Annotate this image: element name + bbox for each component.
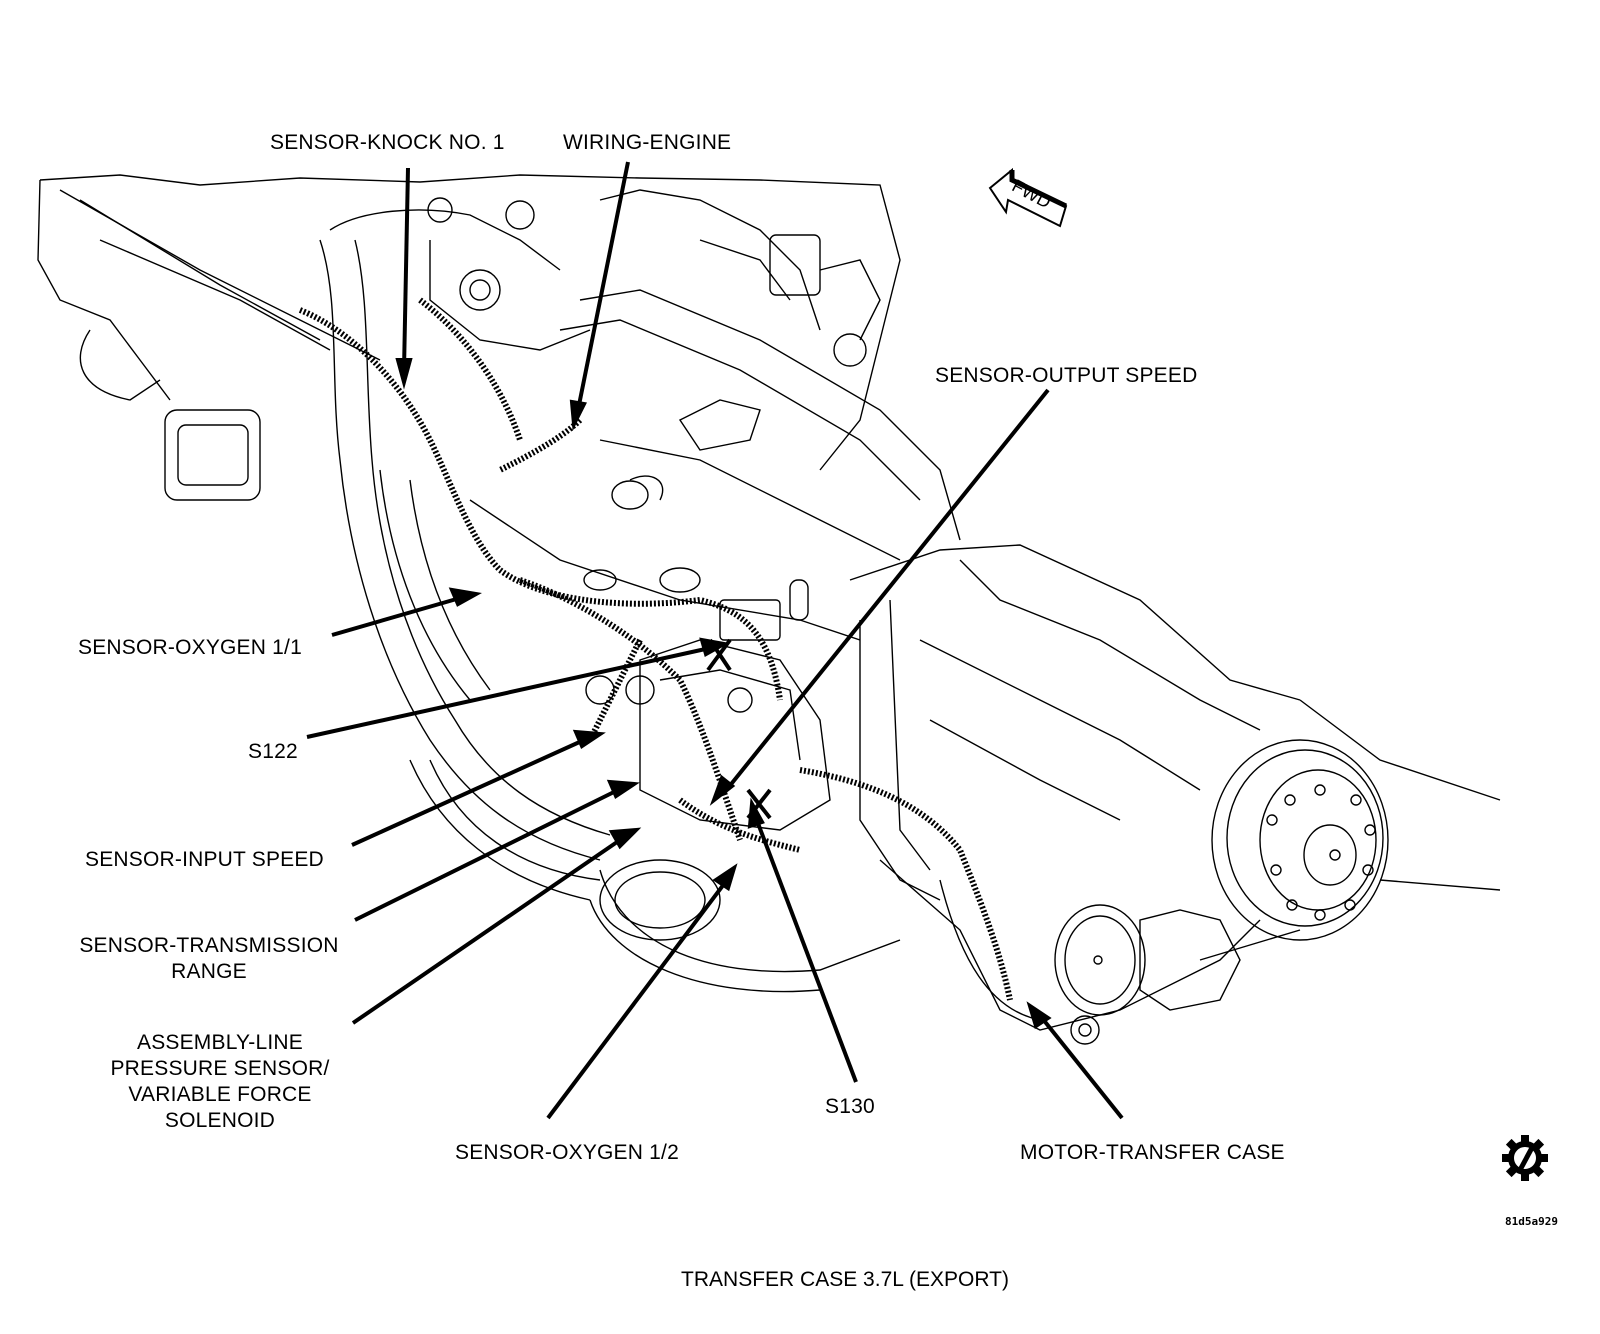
transfer-case xyxy=(849,544,1501,1045)
engine-block xyxy=(37,174,901,501)
callout-sensor-oxygen-1-2: SENSOR-OXYGEN 1/2 xyxy=(455,1140,679,1166)
document-id: 81d5a929 xyxy=(1505,1215,1558,1228)
callout-sensor-input-speed: SENSOR-INPUT SPEED xyxy=(85,847,324,873)
callout-text-line: SENSOR-TRANSMISSION xyxy=(79,934,339,957)
callout-s130: S130 xyxy=(825,1094,875,1120)
callout-text: SENSOR-OUTPUT SPEED xyxy=(935,364,1198,387)
callout-wiring-engine: WIRING-ENGINE xyxy=(563,130,731,156)
callout-text: SENSOR-OXYGEN 1/1 xyxy=(78,636,302,659)
callout-text: SENSOR-KNOCK NO. 1 xyxy=(270,131,505,154)
leader-lines xyxy=(306,161,1124,1120)
callout-text: SENSOR-OXYGEN 1/2 xyxy=(455,1141,679,1164)
callout-text: WIRING-ENGINE xyxy=(563,131,732,154)
callout-text: MOTOR-TRANSFER CASE xyxy=(1020,1141,1285,1164)
callout-text-line: VARIABLE FORCE xyxy=(128,1083,312,1106)
callout-assembly-line-pressure: ASSEMBLY-LINE PRESSURE SENSOR/ VARIABLE … xyxy=(100,1030,340,1134)
callout-text-line: ASSEMBLY-LINE xyxy=(136,1031,303,1054)
callout-sensor-oxygen-1-1: SENSOR-OXYGEN 1/1 xyxy=(78,635,302,661)
transmission-housing xyxy=(469,289,961,831)
callout-sensor-knock-no1: SENSOR-KNOCK NO. 1 xyxy=(270,130,505,156)
callout-text-line: PRESSURE SENSOR/ xyxy=(110,1057,330,1080)
callout-text: S122 xyxy=(248,740,298,763)
exhaust-pipes xyxy=(319,239,901,993)
callout-text-line: RANGE xyxy=(171,960,247,983)
callout-sensor-transmission-range: SENSOR-TRANSMISSION RANGE xyxy=(64,933,354,985)
callout-text-line: SOLENOID xyxy=(164,1109,276,1132)
fwd-arrow-icon: FWD xyxy=(988,167,1068,228)
callout-sensor-output-speed: SENSOR-OUTPUT SPEED xyxy=(935,363,1197,389)
diagram-title: TRANSFER CASE 3.7L (EXPORT) xyxy=(681,1268,1009,1291)
gear-with-slash-icon xyxy=(1502,1135,1548,1181)
callout-s122: S122 xyxy=(248,739,298,765)
callout-motor-transfer-case: MOTOR-TRANSFER CASE xyxy=(1020,1140,1285,1166)
callout-text: SENSOR-INPUT SPEED xyxy=(85,848,324,871)
callout-text: S130 xyxy=(825,1095,875,1118)
